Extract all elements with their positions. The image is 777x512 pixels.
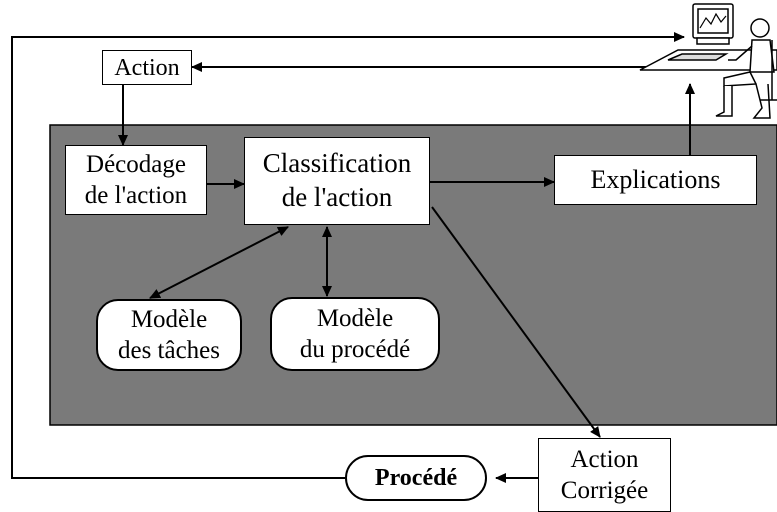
classification-label-line2: de l'action xyxy=(281,182,393,212)
feedback-loop-line xyxy=(11,32,685,479)
modele-taches-label-line2: des tâches xyxy=(117,337,221,364)
action-corrigee-label-line1: Action xyxy=(570,445,639,473)
procede-label: Procédé xyxy=(374,465,458,491)
action-corrigee-box: Action Corrigée xyxy=(538,438,671,512)
explications-label: Explications xyxy=(590,164,721,194)
classification-taches-double-arrow xyxy=(149,226,289,299)
classification-label-line1: Classification xyxy=(262,148,412,179)
operator-at-computer-icon xyxy=(639,3,777,119)
classification-box: Classification de l'action xyxy=(244,137,430,225)
modele-procede-label-line1: Modèle xyxy=(316,304,394,332)
modele-taches-label-line1: Modèle xyxy=(130,305,208,333)
procede-box: Procédé xyxy=(345,455,487,501)
action-label: Action xyxy=(114,54,180,81)
explications-box: Explications xyxy=(554,155,757,205)
decodage-label-line2: de l'action xyxy=(84,182,188,209)
decodage-label-line1: Décodage xyxy=(86,150,186,178)
modele-procede-box: Modèle du procédé xyxy=(270,297,440,371)
action-corrigee-label-line2: Corrigée xyxy=(560,477,649,504)
modele-taches-box: Modèle des tâches xyxy=(96,299,242,371)
action-box: Action xyxy=(102,50,192,85)
modele-procede-label-line2: du procédé xyxy=(299,336,411,363)
decodage-box: Décodage de l'action xyxy=(65,145,207,215)
classification-to-corrigee-arrow xyxy=(431,206,601,438)
